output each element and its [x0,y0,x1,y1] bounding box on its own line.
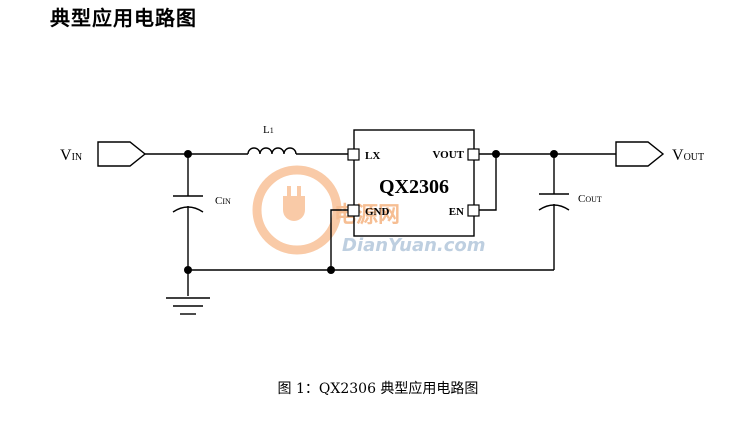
vout-label: VOUT [672,147,704,164]
page-heading: 典型应用电路图 [50,6,197,30]
junction-dot [327,266,335,274]
pin-vout [467,148,480,161]
inductor-label: L1 [263,124,274,136]
watermark-en: DianYuan.com [342,235,486,256]
output-terminal: VOUT [615,141,704,167]
pin-lx-label: LX [365,150,380,162]
chip-qx2306: LX GND VOUT EN QX2306 [347,129,480,237]
watermark-cn: 电源网 [334,203,400,228]
pin-en-label: EN [449,206,464,218]
pin-en [467,204,480,217]
plug-icon [283,196,305,221]
cout-label: COUT [578,193,602,205]
wire-gnd [330,209,348,270]
watermark-logo: 电源网 DianYuan.com [252,165,486,256]
pin-gnd-label: GND [365,206,390,218]
vin-label: VIN [60,147,82,164]
pin-lx [347,148,360,161]
capacitor-cin: CIN [172,154,231,296]
wire-en-tie [479,154,497,211]
ground-icon [166,297,210,315]
figure-caption: 图 1：QX2306 典型应用电路图 [277,381,479,397]
cin-label: CIN [215,195,231,207]
pin-vout-label: VOUT [432,149,464,161]
junction-dot [184,266,192,274]
capacitor-cout: COUT [538,154,602,270]
chip-name: QX2306 [379,176,449,198]
pin-gnd [347,204,360,217]
inductor-l1: L1 [247,124,297,155]
input-terminal: VIN [60,141,147,167]
